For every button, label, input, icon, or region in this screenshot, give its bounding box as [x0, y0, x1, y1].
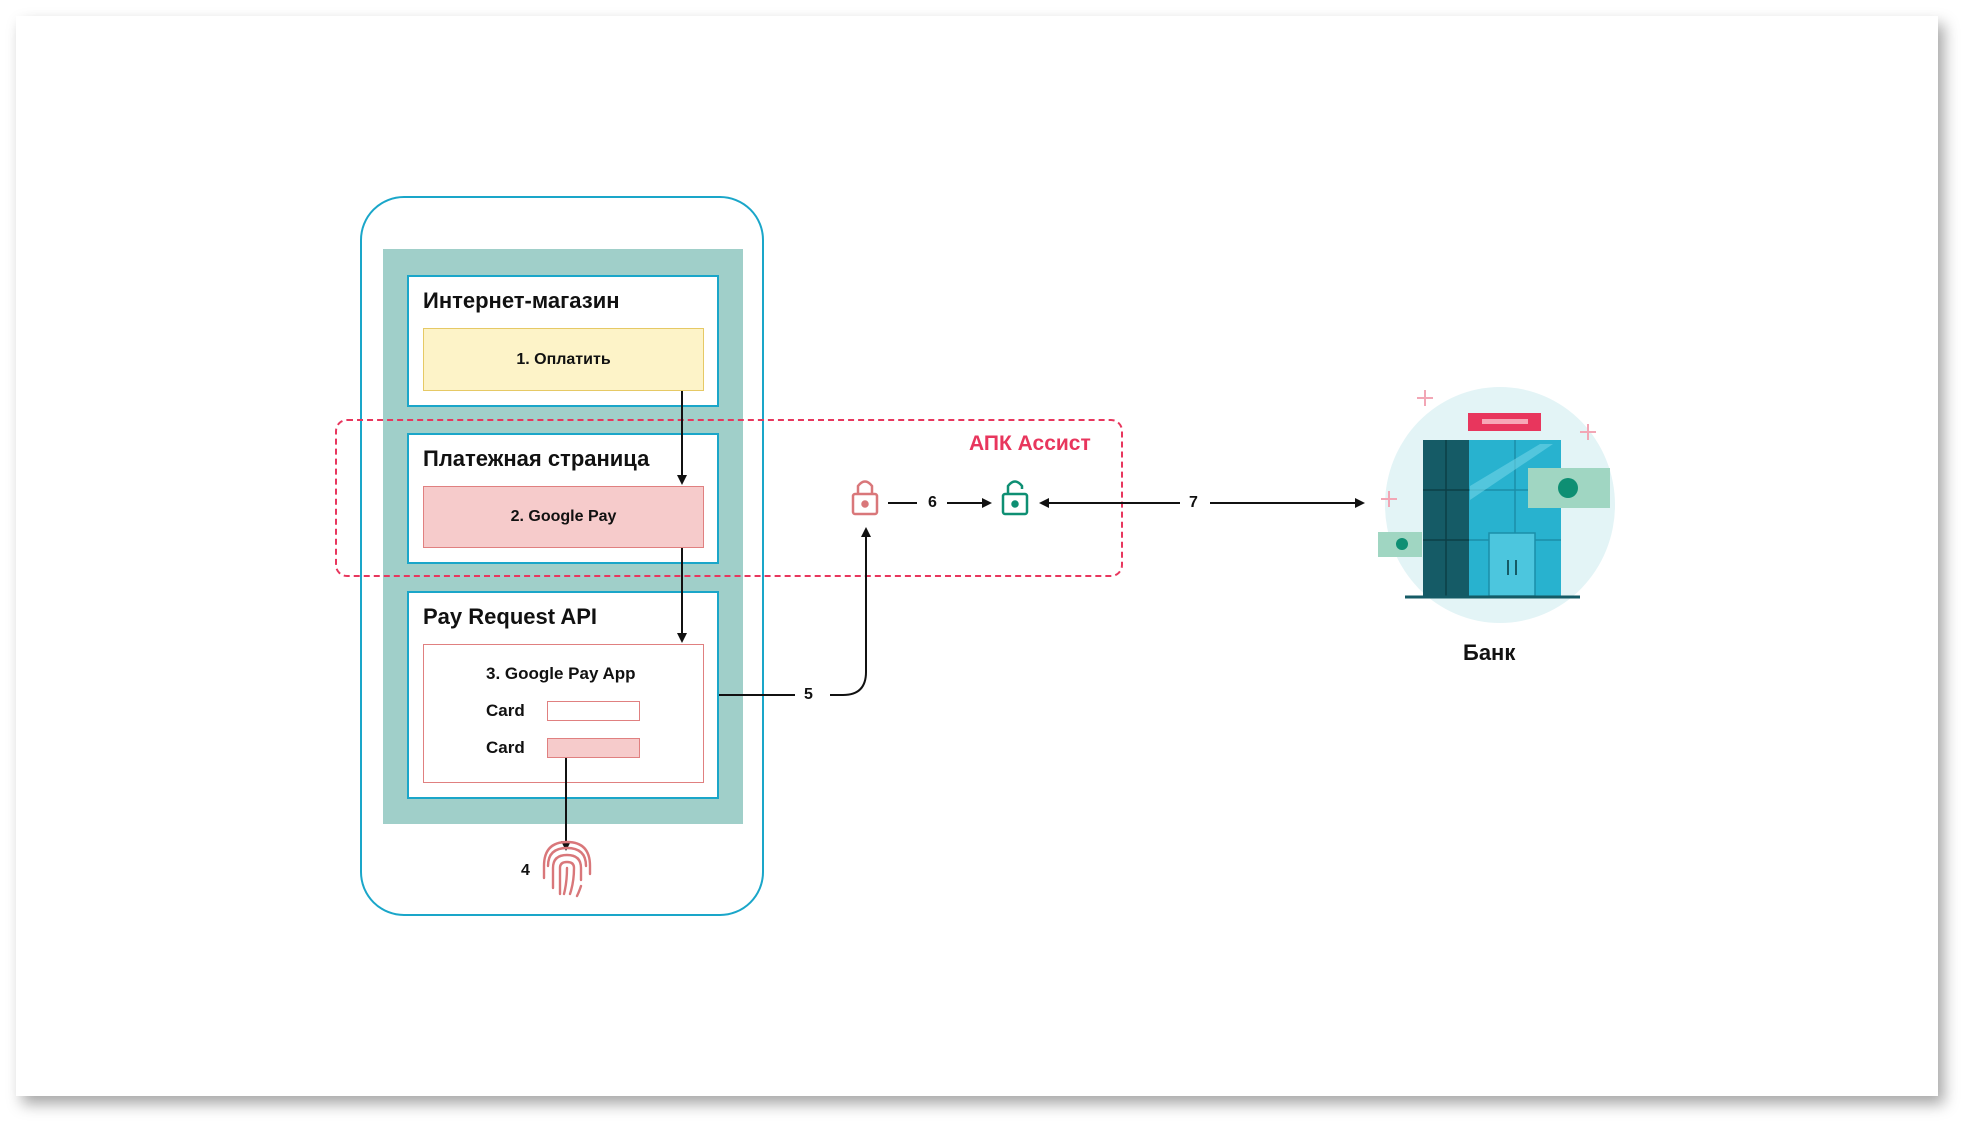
pay-request-api-title: Pay Request API — [423, 604, 598, 629]
assist-zone — [335, 419, 1123, 577]
bank-building-icon — [1378, 387, 1615, 623]
google-pay-app-title: 3. Google Pay App — [486, 664, 636, 683]
arrow-api-to-lock — [719, 529, 866, 696]
fingerprint-icon — [542, 840, 592, 898]
lock-open-icon — [1001, 480, 1029, 516]
bank-label: Банк — [1463, 640, 1516, 665]
step-4-label: 4 — [519, 862, 532, 880]
pay-button-label: 1. Оплатить — [516, 350, 611, 368]
google-pay-button-label: 2. Google Pay — [510, 508, 617, 525]
google-pay-button[interactable]: 2. Google Pay — [423, 486, 704, 548]
lock-closed-icon — [851, 480, 879, 516]
card-label: Card — [486, 738, 525, 757]
card-option-1[interactable] — [547, 701, 640, 721]
step-7-label: 7 — [1187, 494, 1200, 512]
step-5-label: 5 — [802, 686, 815, 704]
card-option-2[interactable] — [547, 738, 640, 758]
pay-button[interactable]: 1. Оплатить — [423, 328, 704, 391]
step-6-label: 6 — [926, 494, 939, 512]
assist-label: АПК Ассист — [969, 432, 1091, 455]
card-label: Card — [486, 701, 525, 720]
payment-page-title: Платежная страница — [423, 446, 650, 471]
shop-title: Интернет-магазин — [423, 288, 620, 313]
